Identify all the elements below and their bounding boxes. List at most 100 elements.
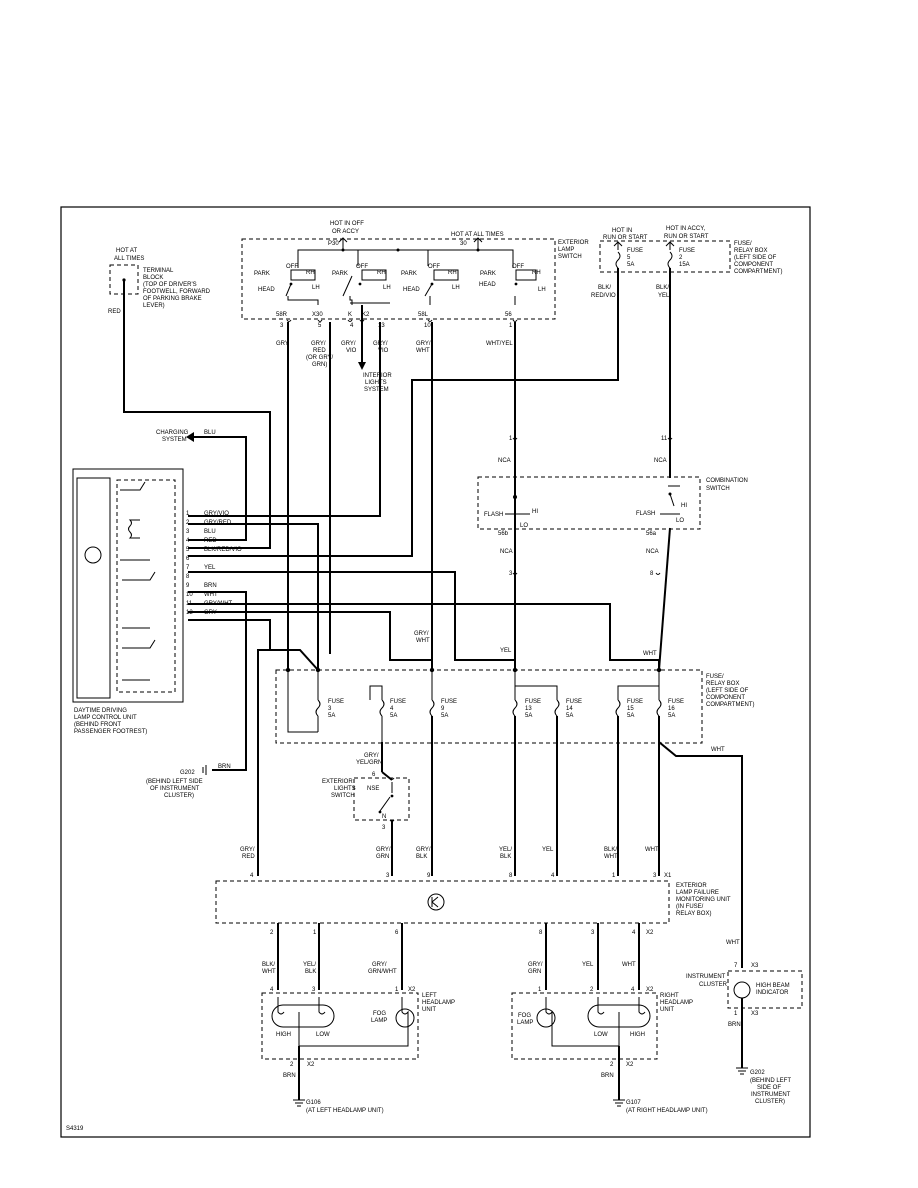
svg-text:GRY/: GRY/ <box>528 962 543 968</box>
svg-text:RED: RED <box>242 854 255 860</box>
svg-text:LH: LH <box>538 287 546 293</box>
svg-text:G202: G202 <box>180 770 195 776</box>
svg-text:BLK/: BLK/ <box>604 847 617 853</box>
diagram-id: S4319 <box>66 1126 84 1132</box>
svg-text:HIGH BEAM: HIGH BEAM <box>756 983 790 989</box>
svg-text:K: K <box>348 312 352 318</box>
svg-text:GRY/: GRY/ <box>416 341 431 347</box>
wire-gry-drl <box>188 619 289 670</box>
svg-text:X2: X2 <box>408 987 416 993</box>
svg-text:FUSE: FUSE <box>566 699 582 705</box>
svg-text:BLK/: BLK/ <box>262 962 275 968</box>
svg-text:HOT IN OFF: HOT IN OFF <box>330 221 364 227</box>
svg-text:OFF: OFF <box>428 264 440 270</box>
svg-text:5A: 5A <box>441 713 448 719</box>
svg-text:G106: G106 <box>306 1100 321 1106</box>
svg-text:COMPARTMENT): COMPARTMENT) <box>706 702 754 708</box>
svg-text:14: 14 <box>566 706 573 712</box>
svg-text:5A: 5A <box>390 713 397 719</box>
svg-text:EXTERIOR: EXTERIOR <box>676 883 707 889</box>
svg-text:11: 11 <box>661 436 668 442</box>
charging-system: CHARGING SYSTEM BLU <box>156 430 216 443</box>
svg-text:COMBINATION: COMBINATION <box>706 478 748 484</box>
svg-text:58L: 58L <box>418 312 429 318</box>
svg-text:YEL: YEL <box>658 293 670 299</box>
wire-lamp-feed <box>257 649 319 876</box>
svg-text:LO: LO <box>676 518 684 524</box>
svg-text:5: 5 <box>318 323 322 329</box>
svg-text:1: 1 <box>313 930 317 936</box>
svg-text:RELAY BOX: RELAY BOX <box>734 248 767 254</box>
diagram-frame <box>60 206 811 1138</box>
svg-text:GRY/: GRY/ <box>372 962 387 968</box>
instrument-cluster: WHT 7 X3 INSTRUMENT CLUSTER HIGH BEAM IN… <box>686 940 803 1105</box>
svg-text:WHT: WHT <box>416 638 430 644</box>
svg-text:OFF: OFF <box>356 264 368 270</box>
svg-text:NCA: NCA <box>500 549 513 555</box>
wire-yel-drl <box>188 571 516 670</box>
svg-text:INDICATOR: INDICATOR <box>756 990 789 996</box>
svg-text:1: 1 <box>509 436 513 442</box>
svg-text:LIGHTS: LIGHTS <box>334 786 356 792</box>
svg-text:RH: RH <box>448 270 457 276</box>
svg-text:PASSENGER FOOTREST): PASSENGER FOOTREST) <box>74 729 147 735</box>
svg-text:RUN OR START: RUN OR START <box>664 234 709 240</box>
svg-text:56a: 56a <box>646 531 657 537</box>
right-headlamp-unit: 1 2 4 X2 RIGHT HEADLAMP UNIT FOG LAMP LO… <box>511 987 708 1114</box>
svg-text:NSE: NSE <box>367 786 379 792</box>
svg-text:(LEFT SIDE OF: (LEFT SIDE OF <box>706 688 749 694</box>
svg-text:CHARGING: CHARGING <box>156 430 189 436</box>
svg-text:FOG: FOG <box>373 1011 386 1017</box>
svg-text:3: 3 <box>186 529 190 535</box>
svg-text:8: 8 <box>186 574 190 580</box>
svg-text:YEL: YEL <box>542 847 554 853</box>
ground-g202: BRN G202 (BEHIND LEFT SIDE OF INSTRUMENT… <box>146 764 231 799</box>
svg-text:6: 6 <box>395 930 399 936</box>
svg-text:GRY/: GRY/ <box>341 341 356 347</box>
svg-text:FUSE: FUSE <box>627 248 643 254</box>
svg-text:LEFT: LEFT <box>422 993 437 999</box>
svg-text:4: 4 <box>250 873 254 879</box>
svg-text:5A: 5A <box>525 713 532 719</box>
svg-text:4: 4 <box>186 538 190 544</box>
svg-text:4: 4 <box>270 987 274 993</box>
svg-text:HEADLAMP: HEADLAMP <box>660 1000 693 1006</box>
svg-text:9: 9 <box>427 873 431 879</box>
svg-text:5A: 5A <box>627 713 634 719</box>
svg-text:4: 4 <box>631 987 635 993</box>
svg-text:SYSTEM: SYSTEM <box>162 437 187 443</box>
svg-text:4: 4 <box>632 930 636 936</box>
svg-text:PARK: PARK <box>254 271 270 277</box>
svg-text:5: 5 <box>627 255 631 261</box>
svg-text:2: 2 <box>270 930 274 936</box>
drl-control-unit: DAYTIME DRIVING LAMP CONTROL UNIT (BEHIN… <box>72 468 242 735</box>
junction-dots <box>285 495 662 673</box>
svg-text:COMPONENT: COMPONENT <box>734 262 773 268</box>
svg-text:YEL/GRN: YEL/GRN <box>356 760 382 766</box>
svg-text:PARK: PARK <box>332 271 348 277</box>
svg-text:TERMINAL: TERMINAL <box>143 268 174 274</box>
svg-text:13: 13 <box>378 323 385 329</box>
svg-text:2: 2 <box>610 1062 614 1068</box>
svg-text:1: 1 <box>538 987 542 993</box>
svg-text:LIGHTS: LIGHTS <box>365 380 387 386</box>
svg-text:INSTRUMENT: INSTRUMENT <box>751 1092 791 1098</box>
svg-text:MONITORING UNIT: MONITORING UNIT <box>676 897 731 903</box>
svg-text:GRN/WHT: GRN/WHT <box>368 969 397 975</box>
svg-text:BLK/RED/VIO: BLK/RED/VIO <box>204 547 242 553</box>
svg-text:BRN: BRN <box>601 1073 614 1079</box>
svg-text:5A: 5A <box>328 713 335 719</box>
svg-text:X2: X2 <box>307 1062 315 1068</box>
svg-text:X2: X2 <box>626 1062 634 1068</box>
svg-text:SIDE OF: SIDE OF <box>757 1085 781 1091</box>
svg-text:CLUSTER: CLUSTER <box>699 982 728 988</box>
svg-text:HEAD: HEAD <box>479 282 496 288</box>
svg-text:HI: HI <box>532 509 538 515</box>
svg-text:13: 13 <box>525 706 532 712</box>
svg-text:FUSE/: FUSE/ <box>706 674 724 680</box>
svg-text:WHT: WHT <box>204 592 218 598</box>
svg-text:RH: RH <box>377 270 386 276</box>
lamp-failure-unit: GRY/ RED GRY/ GRN GRY/ BLK YEL/ BLK YEL … <box>215 847 731 975</box>
svg-text:YEL/: YEL/ <box>303 962 316 968</box>
svg-text:5A: 5A <box>566 713 573 719</box>
